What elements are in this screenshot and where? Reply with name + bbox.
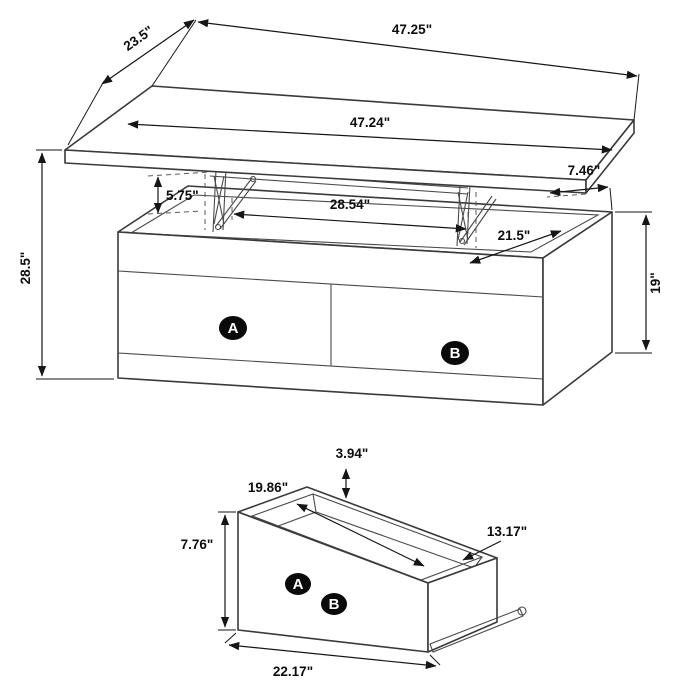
scissor-arm <box>463 198 497 246</box>
drawer-detail-a-label: A <box>293 576 304 593</box>
lift-top-table-diagram: 47.25" 23.5" 47.24" 5.75" 28.54" <box>18 19 663 406</box>
lift-frame-bar <box>209 175 469 195</box>
drawer-detail-b-badge: B <box>321 593 347 615</box>
dim-label-drawer-side-height: 3.94" <box>336 446 369 461</box>
dim-label-top-surface-width: 47.24" <box>350 115 390 130</box>
dim-label-overall-top-width: 47.25" <box>392 22 432 37</box>
drawer-right-face <box>427 557 498 653</box>
dim-drawer-inner-width: 13.17" <box>462 524 527 561</box>
dim-label-drawer-front-width: 22.17" <box>273 664 313 679</box>
scissor-arm <box>215 177 253 227</box>
drawer-detail-b-label: B <box>329 596 340 613</box>
drawer-bottom-seam <box>117 352 544 380</box>
dim-label-drawer-front-height: 7.76" <box>181 537 214 552</box>
cabinet-inner-opening <box>129 194 600 253</box>
dim-label-drawer-inner-length: 19.86" <box>248 480 288 495</box>
drawer-b-badge: B <box>441 341 469 365</box>
dim-inner-depth: 21.5" <box>469 228 562 264</box>
pivot <box>214 223 222 231</box>
dim-label-inner-depth: 21.5" <box>498 228 531 243</box>
drawer-a-badge: A <box>219 316 247 340</box>
dim-drawer-front-width: 22.17" <box>224 632 441 679</box>
dim-label-inner-width: 28.54" <box>330 197 370 212</box>
rail-roller <box>517 606 527 616</box>
dim-drawer-inner-length: 19.86" <box>248 480 425 567</box>
pivot <box>249 175 257 183</box>
dim-label-drawer-inner-width: 13.17" <box>487 524 527 539</box>
drawer-b-label: B <box>450 345 461 362</box>
dim-label-lift-height: 5.75" <box>166 188 199 203</box>
pivot <box>458 237 466 245</box>
dim-drawer-front-height: 7.76" <box>181 511 236 631</box>
dim-top-overhang: 7.46" <box>546 163 613 211</box>
dim-drawer-side-height: 3.94" <box>336 446 369 499</box>
drawer-a-label: A <box>228 320 239 337</box>
drawer-detail-a-badge: A <box>285 573 311 595</box>
dim-label-top-overhang: 7.46" <box>568 163 601 178</box>
dim-label-cabinet-height: 19" <box>648 272 663 293</box>
dim-label-overall-height: 28.5" <box>18 252 33 285</box>
dim-lift-height: 5.75" <box>147 171 211 215</box>
dim-cabinet-height: 19" <box>615 211 663 354</box>
dim-overall-height: 28.5" <box>18 149 114 380</box>
dim-top-surface-width: 47.24" <box>127 115 613 154</box>
scissor-arm <box>219 180 257 230</box>
drawer-detail-diagram: 3.94" 19.86" 13.17" 7.76" 22.17" <box>181 446 527 679</box>
dim-inner-width: 28.54" <box>231 197 469 234</box>
